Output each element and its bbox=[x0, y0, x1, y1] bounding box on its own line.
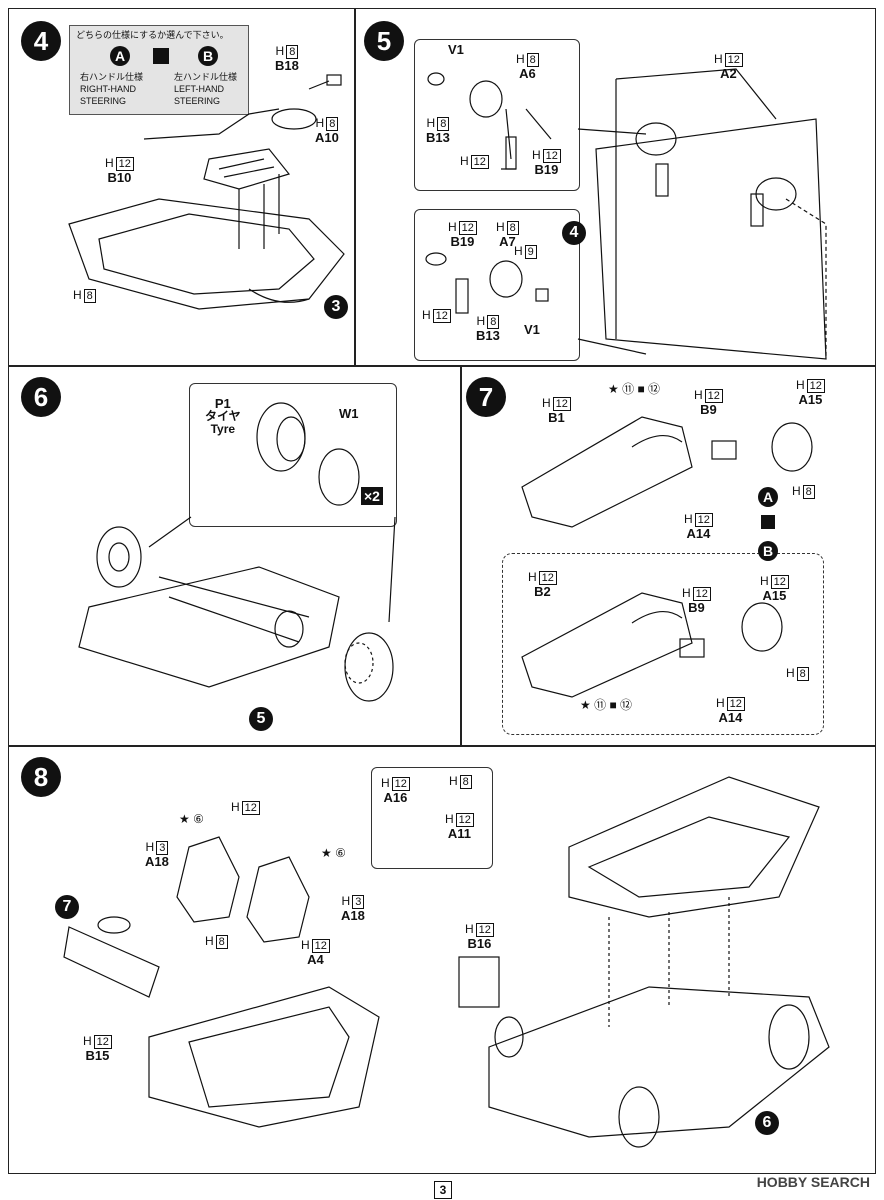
ref-step-7: 7 bbox=[55, 895, 79, 919]
step-8-drawing bbox=[63, 776, 830, 1148]
label-v1-bottom: V1 bbox=[524, 322, 540, 337]
option-a-en2: STEERING bbox=[80, 96, 127, 106]
step-4-drawing bbox=[68, 74, 345, 310]
step-4-number: 4 bbox=[21, 21, 61, 61]
option-b-jp: 左ハンドル仕様 bbox=[174, 72, 238, 82]
page-number: 3 bbox=[434, 1181, 452, 1199]
watermark: HOBBY SEARCH bbox=[756, 1174, 870, 1190]
badge-b: B bbox=[758, 541, 778, 561]
paint-left: ★ ⑥ bbox=[179, 812, 204, 826]
lever-callout bbox=[371, 767, 493, 869]
multiplier-badge: ×2 bbox=[361, 487, 383, 505]
callout-top bbox=[414, 39, 580, 191]
step-7-drawing bbox=[521, 416, 813, 698]
option-a-en1: RIGHT-HAND bbox=[80, 84, 136, 94]
step-5-drawing bbox=[425, 68, 827, 360]
option-b-box bbox=[502, 553, 824, 735]
callout-bottom bbox=[414, 209, 580, 361]
step-4-panel: 4 どちらの仕様にするか選んで下さい。 A B 右ハンドル仕様 RIGHT-HA… bbox=[8, 8, 355, 366]
badge-a: A bbox=[758, 487, 778, 507]
paint-right: ★ ⑥ bbox=[321, 846, 346, 860]
option-b-en1: LEFT-HAND bbox=[174, 84, 225, 94]
option-b-en2: STEERING bbox=[174, 96, 221, 106]
step-6-drawing bbox=[78, 402, 396, 702]
ref-step-4: 4 bbox=[562, 221, 586, 245]
paint-a: ★ ⑪ ■ ⑫ bbox=[608, 382, 661, 396]
label-v1-top: V1 bbox=[448, 42, 464, 57]
step-7-number: 7 bbox=[466, 377, 506, 417]
flag-icon bbox=[153, 48, 169, 64]
chooser-title: どちらの仕様にするか選んで下さい。 bbox=[76, 30, 229, 40]
badge-a: A bbox=[110, 46, 130, 66]
ref-step-5: 5 bbox=[249, 707, 273, 731]
step-5-number: 5 bbox=[364, 21, 404, 61]
steering-chooser: どちらの仕様にするか選んで下さい。 A B 右ハンドル仕様 RIGHT-HAND… bbox=[69, 25, 249, 115]
ref-step-6: 6 bbox=[755, 1111, 779, 1135]
badge-b: B bbox=[198, 46, 218, 66]
option-a-jp: 右ハンドル仕様 bbox=[80, 72, 144, 82]
step-6-number: 6 bbox=[21, 377, 61, 417]
step-8-number: 8 bbox=[21, 757, 61, 797]
label-w1: W1 bbox=[339, 406, 359, 421]
ref-step-3: 3 bbox=[324, 295, 348, 319]
flag-icon bbox=[761, 515, 775, 529]
paint-b: ★ ⑪ ■ ⑫ bbox=[580, 698, 633, 712]
